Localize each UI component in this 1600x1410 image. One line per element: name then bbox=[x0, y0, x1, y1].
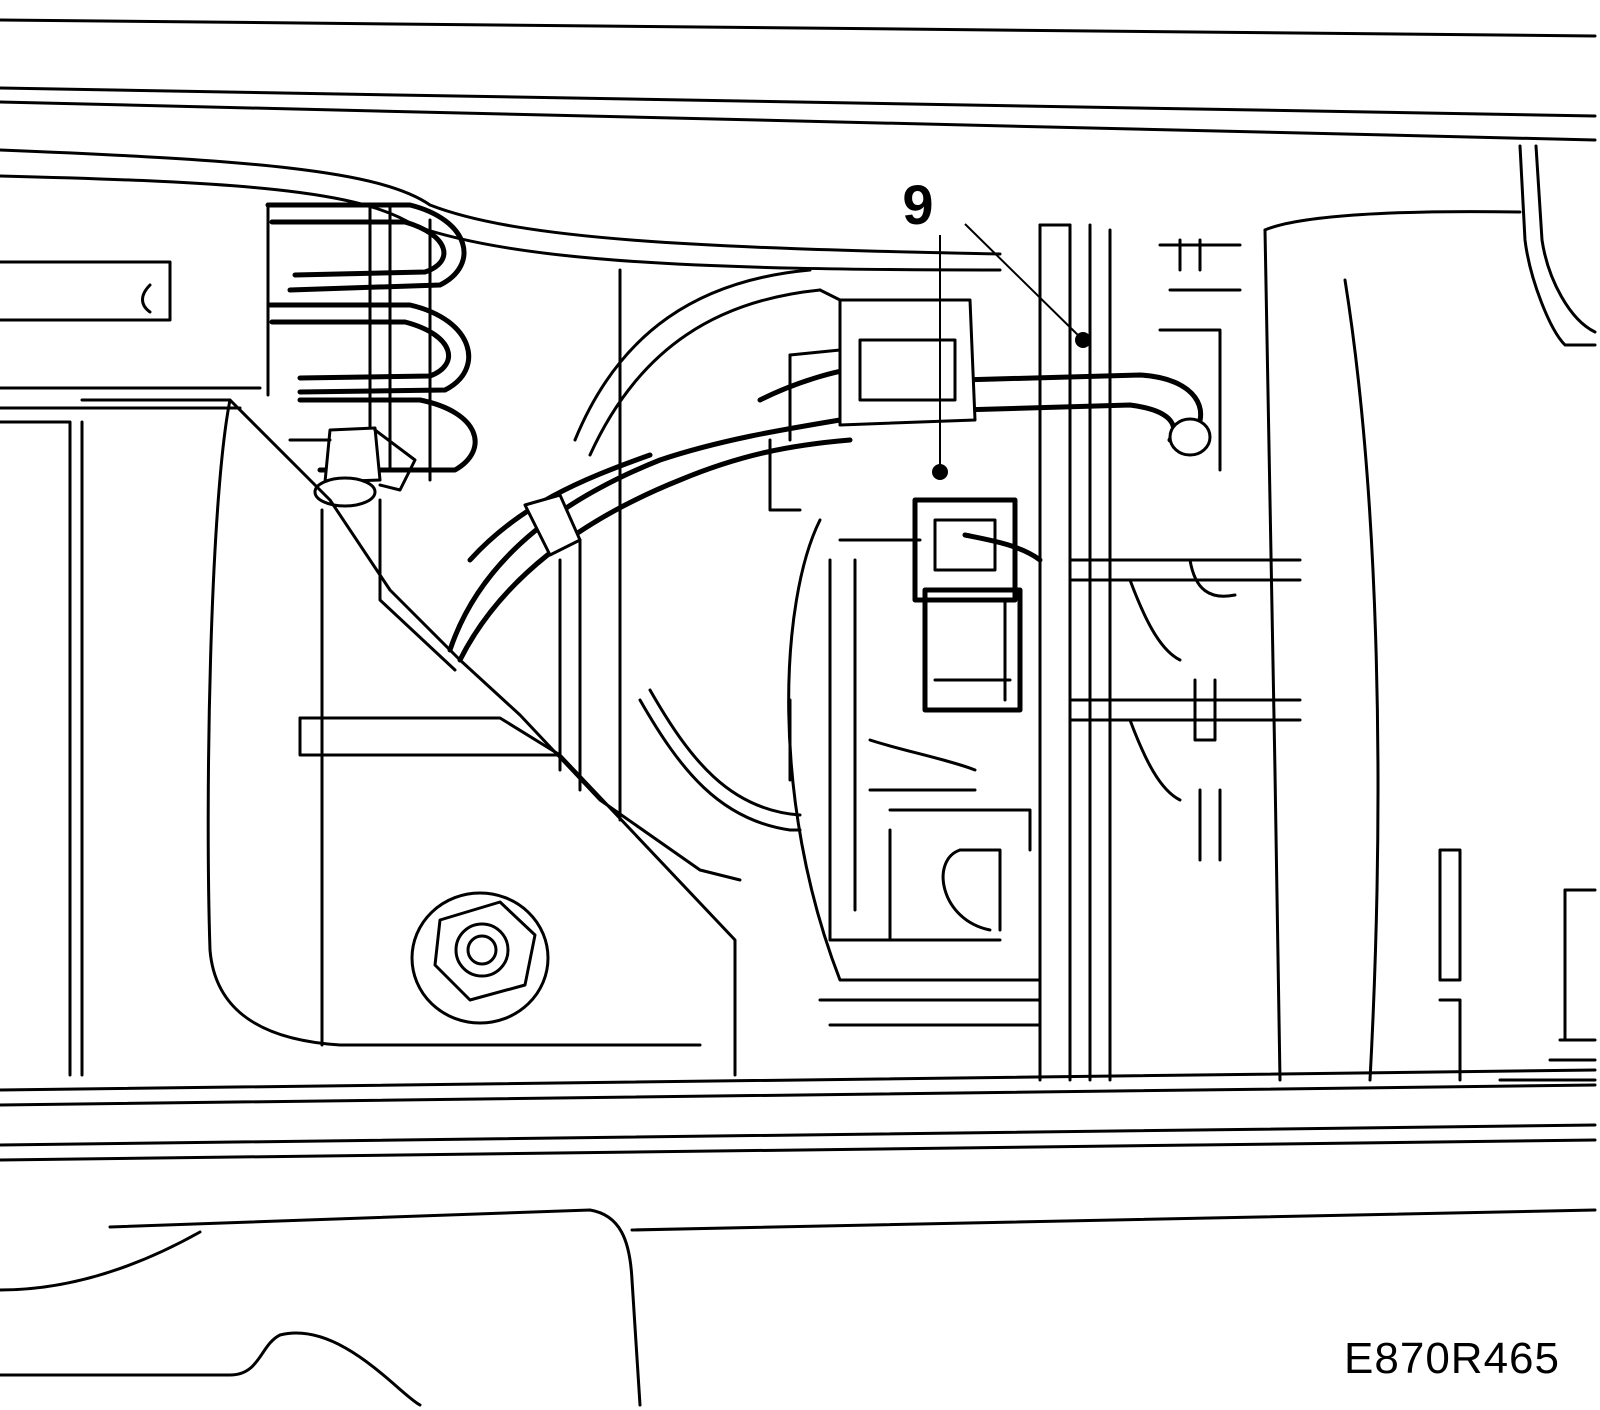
leader-dot-harness bbox=[1075, 332, 1091, 348]
connector-plug bbox=[912, 497, 1043, 713]
vertical-rod bbox=[1038, 223, 1072, 1082]
left-rail bbox=[0, 260, 262, 1077]
top-trim-panel bbox=[0, 18, 1597, 347]
right-latch-assembly bbox=[1068, 223, 1302, 1082]
coiled-wire-loops bbox=[265, 202, 478, 482]
right-cover bbox=[1263, 210, 1597, 1082]
main-bracket bbox=[80, 398, 742, 1077]
leader-dot-plug bbox=[932, 464, 948, 480]
leader-line-to-harness bbox=[964, 223, 1084, 341]
lower-sill bbox=[0, 1068, 1597, 1407]
callout-label-9: 9 bbox=[902, 173, 933, 236]
wire-harness bbox=[447, 365, 1212, 663]
cable-channel bbox=[558, 268, 822, 832]
figure-code: E870R465 bbox=[1344, 1334, 1560, 1383]
central-mechanism bbox=[787, 518, 1042, 1027]
pin-clip bbox=[288, 426, 417, 508]
callout-9: 9 bbox=[902, 173, 1091, 480]
hex-nut bbox=[410, 891, 550, 1025]
connector-housing-upper bbox=[768, 288, 977, 512]
